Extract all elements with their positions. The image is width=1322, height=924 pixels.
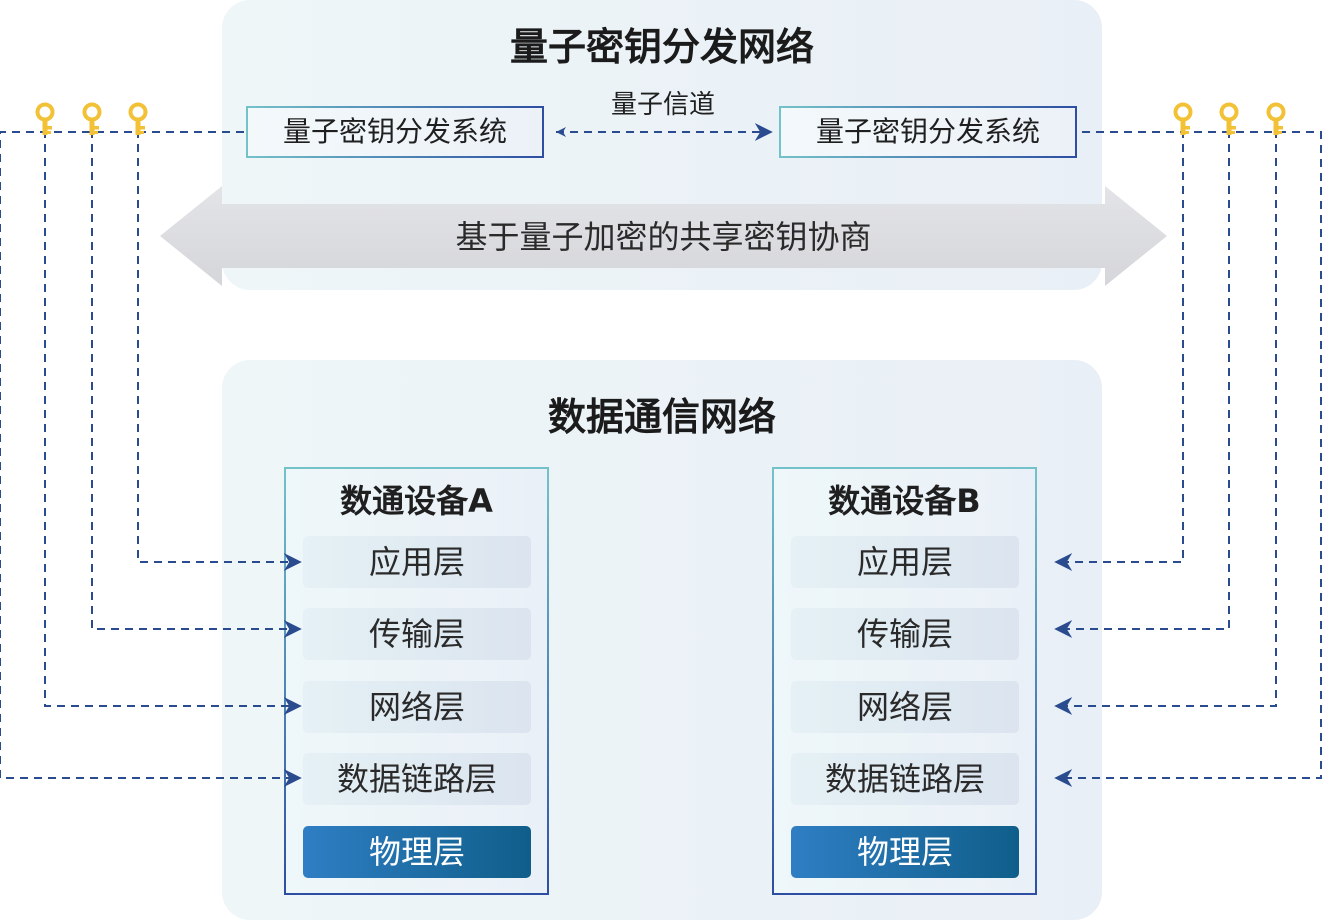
qkd-system-b: 量子密钥分发系统 <box>779 106 1077 158</box>
device-b-physical-layer: 物理层 <box>791 826 1019 878</box>
quantum-channel-label: 量子信道 <box>610 90 715 120</box>
device-b-transport-layer: 传输层 <box>791 608 1019 660</box>
key-icon <box>1173 102 1193 137</box>
key-icon <box>128 102 148 137</box>
device-b-network-layer: 网络层 <box>791 681 1019 733</box>
device-b: 数通设备B 应用层 传输层 网络层 数据链路层 物理层 <box>772 467 1037 895</box>
qkd-system-a: 量子密钥分发系统 <box>246 106 544 158</box>
device-a-physical-layer: 物理层 <box>303 826 531 878</box>
shared-key-double-arrow-icon <box>160 186 1167 286</box>
device-a-title: 数通设备A <box>340 482 493 520</box>
device-a-application-layer: 应用层 <box>303 536 531 588</box>
shared-key-negotiation-label: 基于量子加密的共享密钥协商 <box>455 218 872 256</box>
device-b-title: 数通设备B <box>828 482 981 520</box>
device-a: 数通设备A 应用层 传输层 网络层 数据链路层 物理层 <box>284 467 549 895</box>
device-a-transport-layer: 传输层 <box>303 608 531 660</box>
key-icon <box>35 102 55 137</box>
key-icon <box>1266 102 1286 137</box>
device-a-data-link-layer: 数据链路层 <box>303 753 531 805</box>
device-b-application-layer: 应用层 <box>791 536 1019 588</box>
data-network-title: 数据通信网络 <box>547 395 776 439</box>
device-b-data-link-layer: 数据链路层 <box>791 753 1019 805</box>
key-icon <box>1219 102 1239 137</box>
key-icon <box>82 102 102 137</box>
device-a-network-layer: 网络层 <box>303 681 531 733</box>
qkd-network-title: 量子密钥分发网络 <box>509 25 814 69</box>
